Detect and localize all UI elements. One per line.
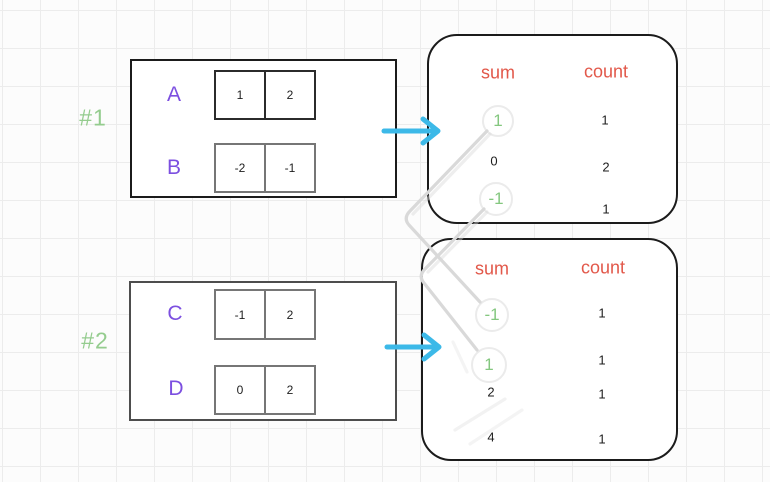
count-value: 1 [598, 352, 606, 368]
array-b-cell-0: -2 [234, 161, 246, 175]
array-c-cells: -1 2 [214, 289, 316, 340]
count-value: 1 [601, 112, 609, 128]
sum-value-circled: 1 [471, 347, 507, 383]
count-value: 1 [598, 305, 606, 321]
sum-value: 0 [490, 153, 498, 169]
sum-header-1: sum [480, 62, 516, 83]
array-d-cell-0: 0 [236, 383, 244, 397]
array-c-cell-1: 2 [264, 291, 314, 338]
sum-value: 2 [487, 384, 495, 400]
count-value: 1 [598, 431, 606, 447]
array-a-cell-0: 1 [236, 88, 244, 102]
sum-value: 4 [487, 429, 495, 445]
array-a-label: A [166, 83, 182, 106]
sum-value-circled: 1 [482, 105, 514, 137]
count-value: 2 [602, 159, 610, 175]
array-b-label: B [166, 156, 182, 179]
array-d-cells: 0 2 [214, 365, 316, 415]
count-value: 1 [598, 386, 606, 402]
array-a-cell-1: 2 [264, 72, 314, 118]
group-2-tag: #2 [81, 327, 109, 354]
count-value: 1 [602, 201, 610, 217]
sum-value-circled: -1 [475, 298, 509, 332]
count-header-1: count [583, 61, 629, 82]
array-b-cell-1: -1 [264, 145, 314, 191]
group-1-box: A 1 2 B -2 -1 [130, 59, 397, 198]
result-table-2: sum count -1 1 1 1 2 1 4 1 [421, 238, 678, 461]
array-d-label: D [168, 377, 184, 400]
count-header-2: count [580, 257, 626, 278]
array-a-cells: 1 2 [214, 70, 316, 120]
array-c-cell-0: -1 [234, 307, 246, 322]
result-table-1: sum count 1 1 0 2 -1 1 [427, 34, 678, 224]
group-1-tag: #1 [79, 104, 107, 131]
array-d-cell-1: 2 [264, 367, 314, 413]
group-2-box: C -1 2 D 0 2 [129, 281, 397, 421]
array-c-label: C [167, 302, 183, 325]
sum-header-2: sum [474, 258, 510, 279]
array-b-cells: -2 -1 [214, 143, 316, 193]
sum-value-circled: -1 [479, 182, 513, 216]
